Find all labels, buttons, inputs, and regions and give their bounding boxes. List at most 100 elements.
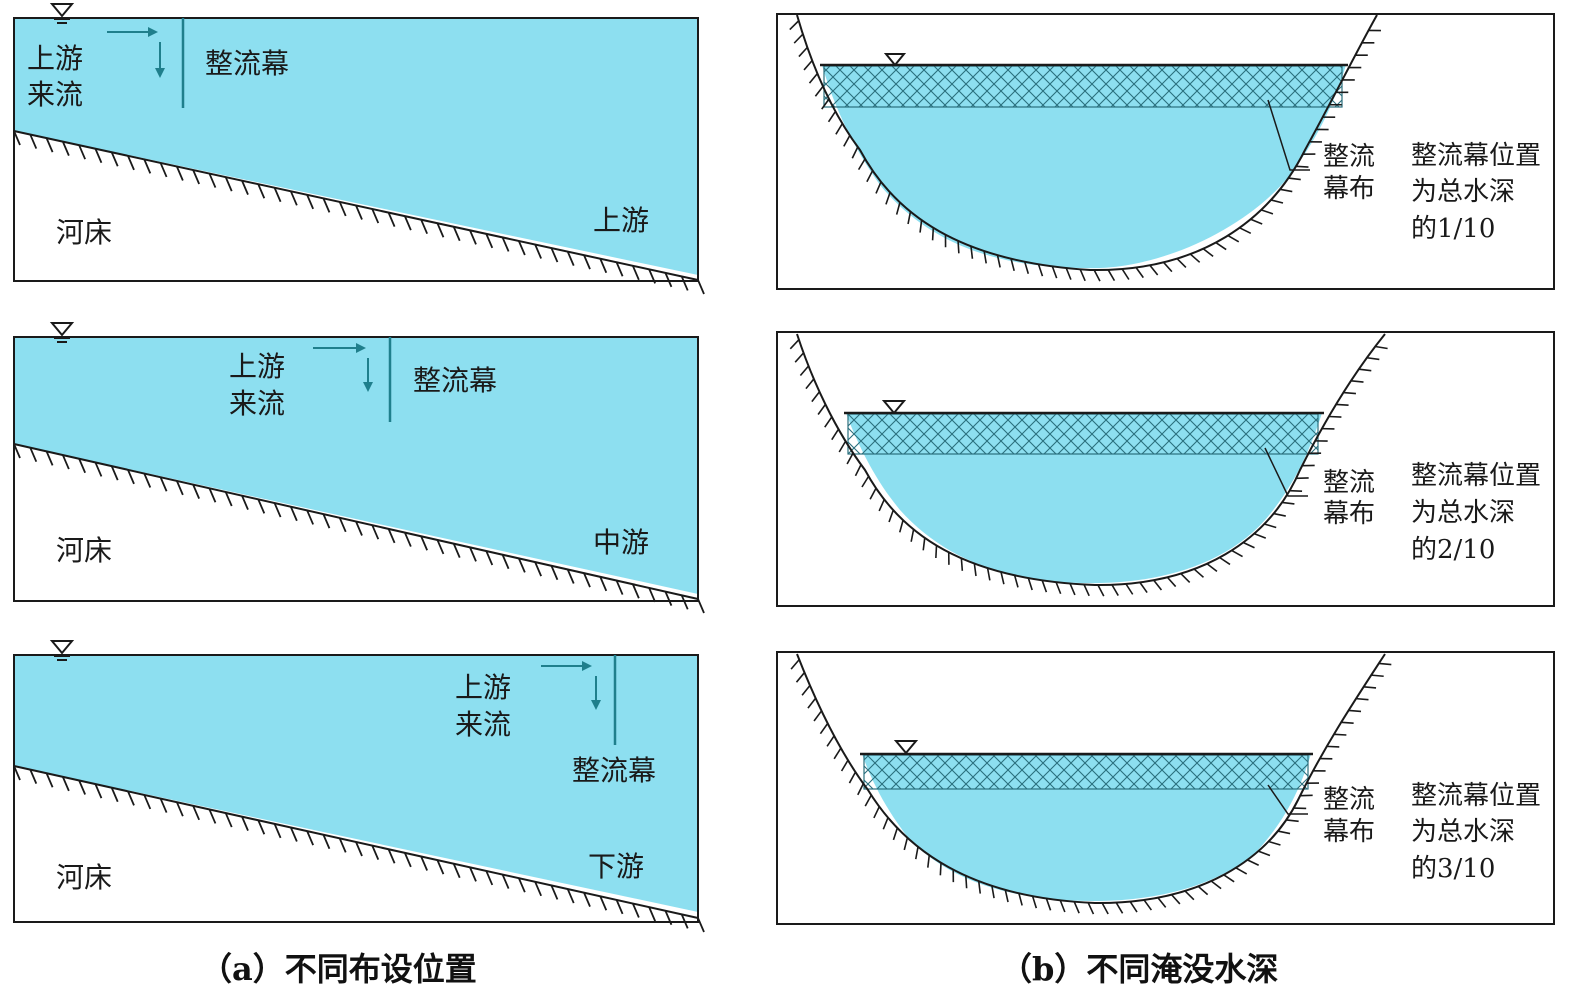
hatch-tick — [1235, 867, 1248, 875]
panel-frame — [776, 13, 1555, 290]
hatch-tick — [648, 587, 656, 603]
hatch-tick — [1215, 241, 1227, 251]
hatch-tick — [1184, 890, 1195, 901]
water-body — [14, 18, 698, 275]
hatch-tick — [843, 135, 851, 147]
hatch-tick — [322, 513, 331, 529]
hatch-tick — [875, 181, 882, 194]
hatch-tick — [1333, 733, 1347, 736]
note-line1: 整流幕位置 — [1411, 141, 1541, 171]
hatch-tick — [991, 885, 995, 899]
hatch-tick — [808, 72, 819, 84]
hatch-tick — [794, 352, 805, 363]
hatch-tick — [1250, 218, 1263, 225]
bed-label: 河床 — [56, 534, 112, 567]
hatch-tick — [1286, 819, 1299, 823]
hatch-tick — [1087, 902, 1095, 915]
panel-frame — [13, 654, 699, 923]
hatch-tick — [983, 250, 987, 264]
hatch-tick — [518, 877, 526, 893]
hatch-tick — [1270, 199, 1284, 204]
note-line3: 的1/10 — [1411, 214, 1495, 244]
curtain-label: 整流幕 — [205, 47, 289, 80]
hatch-tick — [566, 888, 575, 904]
hatch-tick — [919, 220, 923, 233]
hatch-tick — [821, 98, 830, 110]
hatch-tick — [78, 144, 86, 160]
hatch-tick — [1093, 269, 1101, 282]
hatch-tick — [824, 416, 833, 428]
hatch-tick — [501, 874, 510, 889]
hatch-tick — [811, 391, 821, 403]
flow-arrow-down — [155, 42, 165, 78]
hatch-tick — [485, 550, 494, 566]
caption-a: （a）不同布设位置 — [200, 950, 477, 988]
hatch-tick — [882, 817, 889, 830]
hatch-tick — [29, 769, 38, 784]
hatch-tick — [1197, 885, 1209, 896]
hatch-tick — [257, 183, 266, 199]
hatch-tick — [62, 776, 70, 792]
position-label: 下游 — [588, 850, 644, 883]
position-label: 中游 — [593, 526, 649, 559]
hatch-tick — [931, 227, 935, 241]
hatch-tick — [1018, 893, 1023, 906]
hatch-tick — [632, 265, 640, 281]
water-level-symbol — [881, 400, 907, 415]
panel-frame — [776, 651, 1555, 925]
hatch-tick — [192, 484, 200, 499]
submerged-curtain-mesh — [863, 754, 1309, 790]
hatch-tick — [1193, 568, 1205, 578]
hatch-tick — [13, 443, 21, 459]
hatch-tick — [192, 805, 200, 821]
hatch-tick — [1202, 248, 1214, 258]
panel-frame — [13, 336, 699, 602]
hatch-tick — [1268, 840, 1281, 846]
hatch-tick — [1253, 532, 1267, 539]
note-line2: 为总水深 — [1411, 817, 1515, 847]
hatch-tick — [371, 208, 380, 224]
hatch-tick — [257, 499, 266, 514]
hatch-tick — [922, 537, 926, 551]
hatch-tick — [798, 46, 808, 58]
hatch-tick — [1129, 901, 1138, 913]
hatch-tick — [814, 85, 824, 97]
hatch-tick — [648, 269, 656, 284]
hatch-tick — [1206, 563, 1218, 572]
hatch-tick — [965, 875, 968, 889]
hatch-tick — [583, 572, 591, 588]
hatch-tick — [826, 735, 835, 747]
hatch-tick — [1281, 501, 1295, 505]
hatch-tick — [1083, 584, 1090, 597]
panel-frame — [13, 17, 699, 282]
hatch-tick — [94, 462, 103, 477]
hatch-tick — [501, 237, 510, 252]
flow-arrow-down — [591, 676, 601, 710]
hatch-tick — [680, 914, 689, 929]
hatch-tick — [1079, 268, 1086, 282]
hatch-tick — [420, 219, 428, 235]
hatch-tick — [892, 827, 899, 841]
hatch-tick — [1263, 523, 1277, 529]
hatch-tick — [795, 672, 806, 683]
hatch-tick — [1336, 403, 1349, 407]
hatch-tick — [885, 192, 891, 205]
hatch-tick — [914, 846, 919, 860]
hatch-tick — [1180, 572, 1191, 583]
hatch-tick — [939, 862, 942, 876]
hatch-tick — [404, 852, 412, 868]
note-line2: 为总水深 — [1411, 498, 1515, 528]
hatch-tick — [208, 173, 217, 188]
hatch-tick — [127, 155, 135, 171]
curtain-label: 整流幕 — [413, 364, 497, 397]
hatch-tick — [866, 170, 874, 183]
hatch-tick — [680, 594, 689, 610]
hatch-tick — [1375, 345, 1388, 350]
hatch-tick — [387, 848, 396, 864]
hatch-tick — [1355, 697, 1369, 701]
hatch-tick — [615, 580, 624, 595]
hatch-tick — [566, 251, 575, 266]
hatch-tick — [910, 529, 915, 542]
hatch-tick — [857, 158, 866, 171]
hatch-tick — [898, 520, 904, 533]
